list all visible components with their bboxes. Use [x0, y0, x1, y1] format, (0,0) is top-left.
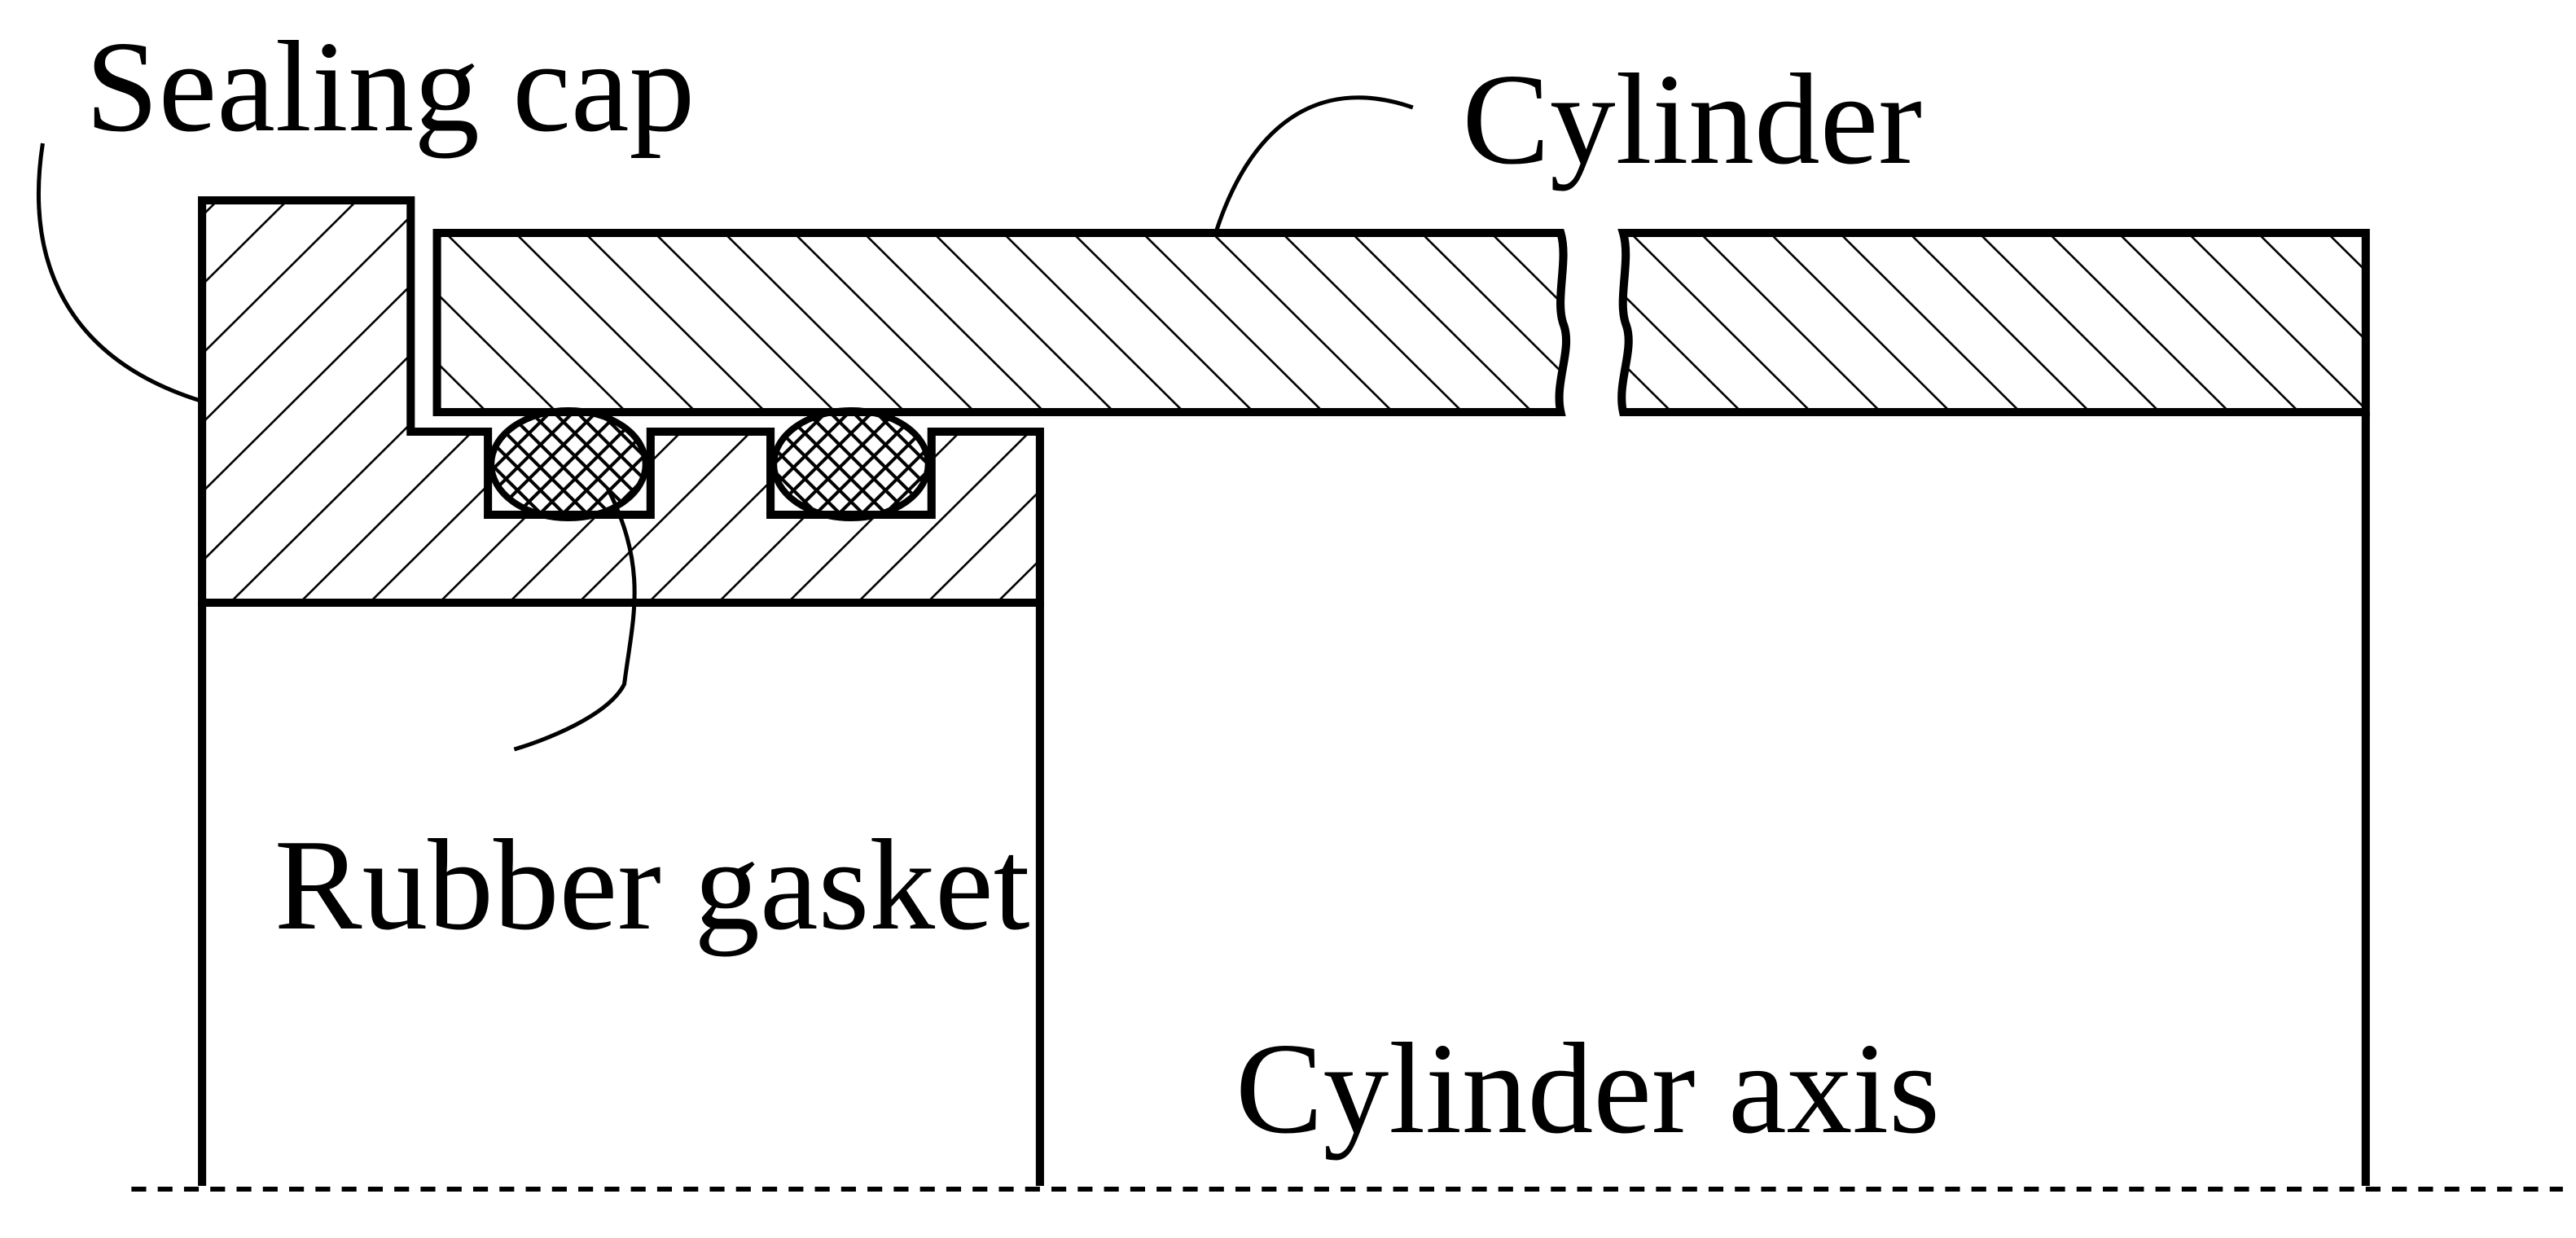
cylinder-wall-right [1617, 229, 2370, 416]
leader-rubber-gasket [513, 487, 637, 752]
cylinder-wall-left [432, 229, 1571, 416]
rubber-gasket-right [770, 407, 932, 521]
leader-cylinder [1213, 95, 1414, 234]
label-cylinder-axis: Cylinder axis [1235, 1016, 1940, 1161]
leader-sealing-cap [37, 143, 201, 403]
label-sealing-cap: Sealing cap [86, 15, 695, 159]
label-cylinder: Cylinder [1462, 47, 1922, 191]
rubber-gasket-left [488, 407, 649, 521]
sealing-cap [198, 196, 1044, 607]
label-rubber-gasket: Rubber gasket [274, 813, 1030, 957]
